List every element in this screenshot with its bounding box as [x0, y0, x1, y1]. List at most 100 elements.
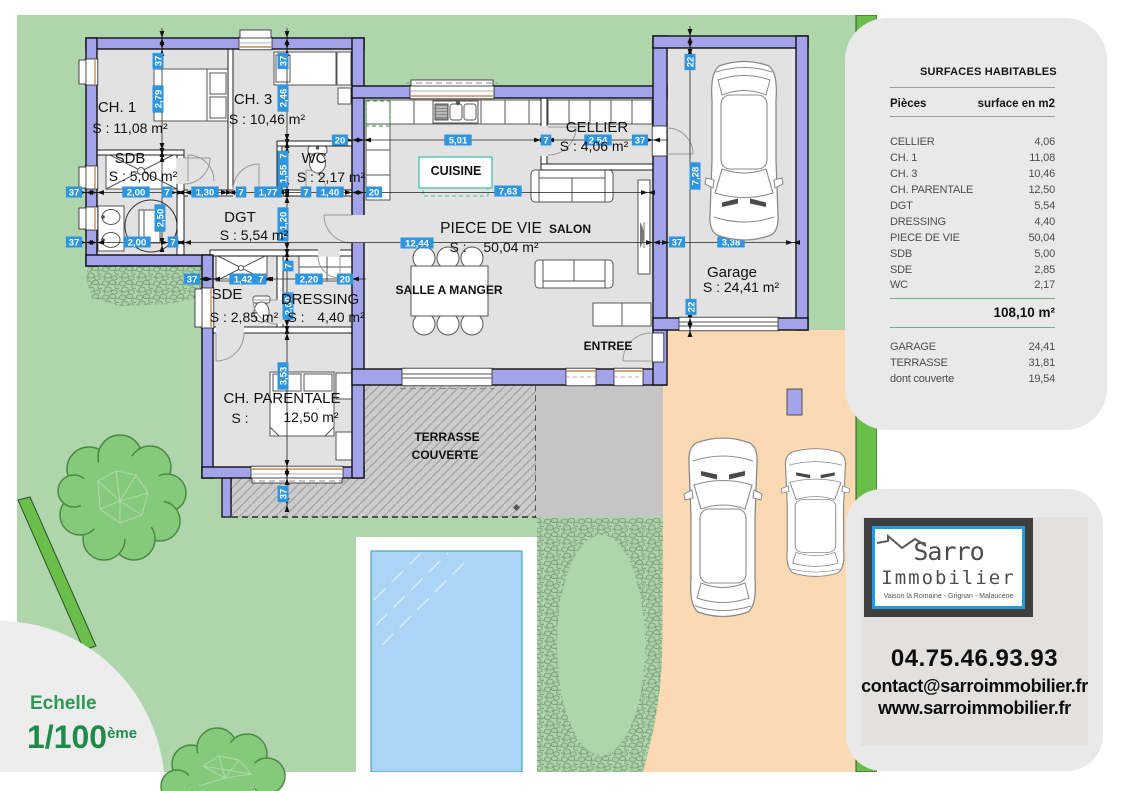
dim-badge: 7	[277, 230, 289, 242]
surface-row-label: PIECE DE VIE	[890, 231, 960, 244]
dim-badge: 1,55	[277, 160, 289, 188]
scale-badge: Echelle 1/100ème	[0, 621, 165, 791]
overhang-lines	[249, 82, 498, 482]
svg-text:7: 7	[258, 274, 263, 285]
surface-row-label: CELLIER	[890, 136, 935, 148]
sofa-north	[530, 169, 614, 203]
cellier-cabinets	[547, 99, 653, 125]
covered-terrace	[231, 385, 536, 517]
svg-text:7: 7	[543, 135, 548, 146]
dim-badge: 2,00	[282, 292, 294, 320]
sofa-south	[534, 259, 614, 289]
terrace-wall-stub	[221, 477, 232, 518]
surface-row-value: 5,54	[1034, 199, 1055, 212]
scale-value: 1/100ème	[27, 719, 137, 755]
svg-text:7,63: 7,63	[499, 186, 518, 197]
terraces	[221, 385, 663, 518]
room-label-garage-area: S : 24,41 m²	[703, 279, 780, 295]
scale-label: Echelle	[30, 693, 97, 714]
room-label-dgt-area: S : 5,54 m²	[220, 227, 289, 243]
dim-badge: 5,01	[444, 134, 472, 146]
svg-text:22: 22	[685, 57, 696, 68]
svg-text:20: 20	[340, 274, 351, 285]
dim-badge: 37	[183, 273, 201, 285]
brand-sub: Immobilier	[881, 567, 1016, 589]
agency-card: Sarro Immobilier Vaison la Romaine - Gri…	[861, 517, 1088, 746]
dim-badge: 22	[684, 53, 696, 71]
room-label-piecedevie-s: S :	[449, 239, 466, 255]
col-header-pieces: Pièces	[890, 98, 927, 110]
room-label-entree: ENTREE	[584, 339, 633, 353]
dim-badge: 7	[255, 273, 267, 285]
dim-badge: 7	[167, 236, 179, 248]
svg-text:37: 37	[153, 56, 164, 67]
dim-badge: 37	[152, 52, 164, 70]
surface-row-value: 31,81	[1028, 357, 1055, 370]
surface-row-value: 12,50	[1028, 183, 1055, 196]
agency-panel: Sarro Immobilier Vaison la Romaine - Gri…	[846, 489, 1103, 771]
surface-row-label: DGT	[890, 199, 913, 212]
dining-table	[410, 265, 489, 317]
dim-badge: 7,63	[494, 185, 522, 197]
dim-badge: 20	[331, 134, 349, 146]
svg-text:37: 37	[69, 237, 80, 248]
surface-row-label: SDE	[890, 263, 913, 276]
svg-text:1,20: 1,20	[278, 212, 289, 231]
svg-text:12,44: 12,44	[405, 238, 429, 249]
windows	[78, 29, 779, 484]
sde-bowl	[253, 301, 270, 323]
svg-text:7: 7	[283, 263, 294, 268]
surface-row-label: DRESSING	[890, 215, 946, 228]
dim-badge: 2,79	[152, 85, 164, 113]
pool-water	[370, 550, 523, 773]
svg-text:20: 20	[369, 187, 380, 198]
surface-row-label: SDB	[890, 247, 913, 260]
tree-top	[57, 434, 187, 561]
room-label-sde-area: S : 2,85 m²	[210, 309, 279, 325]
surface-row-value: 24,41	[1028, 341, 1055, 354]
surface-row-label: CH. 3	[890, 167, 918, 180]
svg-text:37: 37	[635, 135, 646, 146]
kitchen-island	[418, 156, 493, 189]
dim-badge: 37	[65, 186, 83, 198]
surface-row-label: GARAGE	[890, 341, 936, 354]
svg-text:1,55: 1,55	[278, 164, 289, 183]
svg-text:7: 7	[278, 233, 289, 238]
dim-badge: 7	[161, 186, 173, 198]
svg-text:7: 7	[303, 187, 308, 198]
svg-text:37: 37	[69, 187, 80, 198]
dim-badge: 20	[336, 273, 354, 285]
svg-text:37: 37	[187, 274, 198, 285]
pool-reflections	[373, 551, 471, 646]
surfaces-total: 108,10 m²	[993, 305, 1055, 321]
terrace-marker	[512, 503, 521, 512]
dim-badge: 37	[631, 134, 649, 146]
car-driveway-1	[683, 437, 763, 618]
surface-row-value: 2,17	[1034, 279, 1055, 292]
dim-badge: 1,20	[277, 207, 289, 235]
svg-text:2,00: 2,00	[283, 297, 294, 316]
room-label-cellier: CELLIER	[566, 119, 629, 136]
shelf-ch3	[336, 51, 352, 86]
dim-badge: 7,28	[689, 162, 701, 190]
dim-badge: 2,20	[295, 273, 323, 285]
room-label-terrasse1: TERRASSE	[414, 430, 479, 444]
surfaces-title: SURFACES HABITABLES	[920, 66, 1057, 78]
dining-set	[410, 246, 489, 336]
dim-badge: 3,53	[277, 362, 289, 390]
room-label-piecedevie: PIECE DE VIE	[440, 220, 542, 237]
room-label-wc: WC	[302, 150, 327, 167]
svg-text:1,77: 1,77	[259, 187, 278, 198]
room-label-sdb-area: S : 5,00 m²	[109, 168, 178, 184]
svg-text:37: 37	[278, 489, 289, 500]
agency-website: www.sarroimmobilier.fr	[878, 698, 1071, 718]
room-label-dressing-val: 4,40 m²	[317, 309, 365, 325]
pool	[356, 537, 537, 773]
